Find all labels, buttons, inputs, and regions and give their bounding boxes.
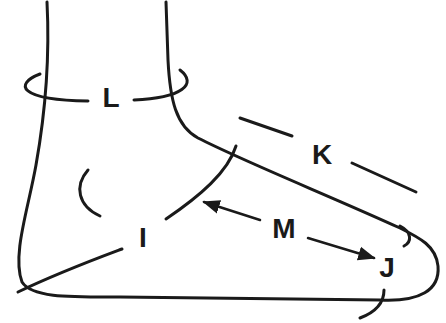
dimension-arrow — [204, 202, 260, 220]
ankle-loop — [25, 74, 88, 101]
dimension-line — [352, 163, 416, 192]
dimension-arrow — [308, 238, 374, 258]
heel-loop — [18, 249, 122, 292]
dimension-label: M — [270, 215, 297, 243]
ankle-loop — [134, 70, 187, 100]
dimension-line — [240, 118, 292, 136]
foot-outline — [19, 2, 438, 300]
heel-curve — [80, 170, 100, 216]
dimension-label: L — [100, 84, 121, 112]
toe-loop — [360, 290, 384, 318]
toe-loop — [400, 226, 410, 246]
dimension-label: J — [377, 254, 397, 282]
dimension-label: K — [310, 141, 334, 169]
dimension-label: I — [137, 224, 149, 252]
